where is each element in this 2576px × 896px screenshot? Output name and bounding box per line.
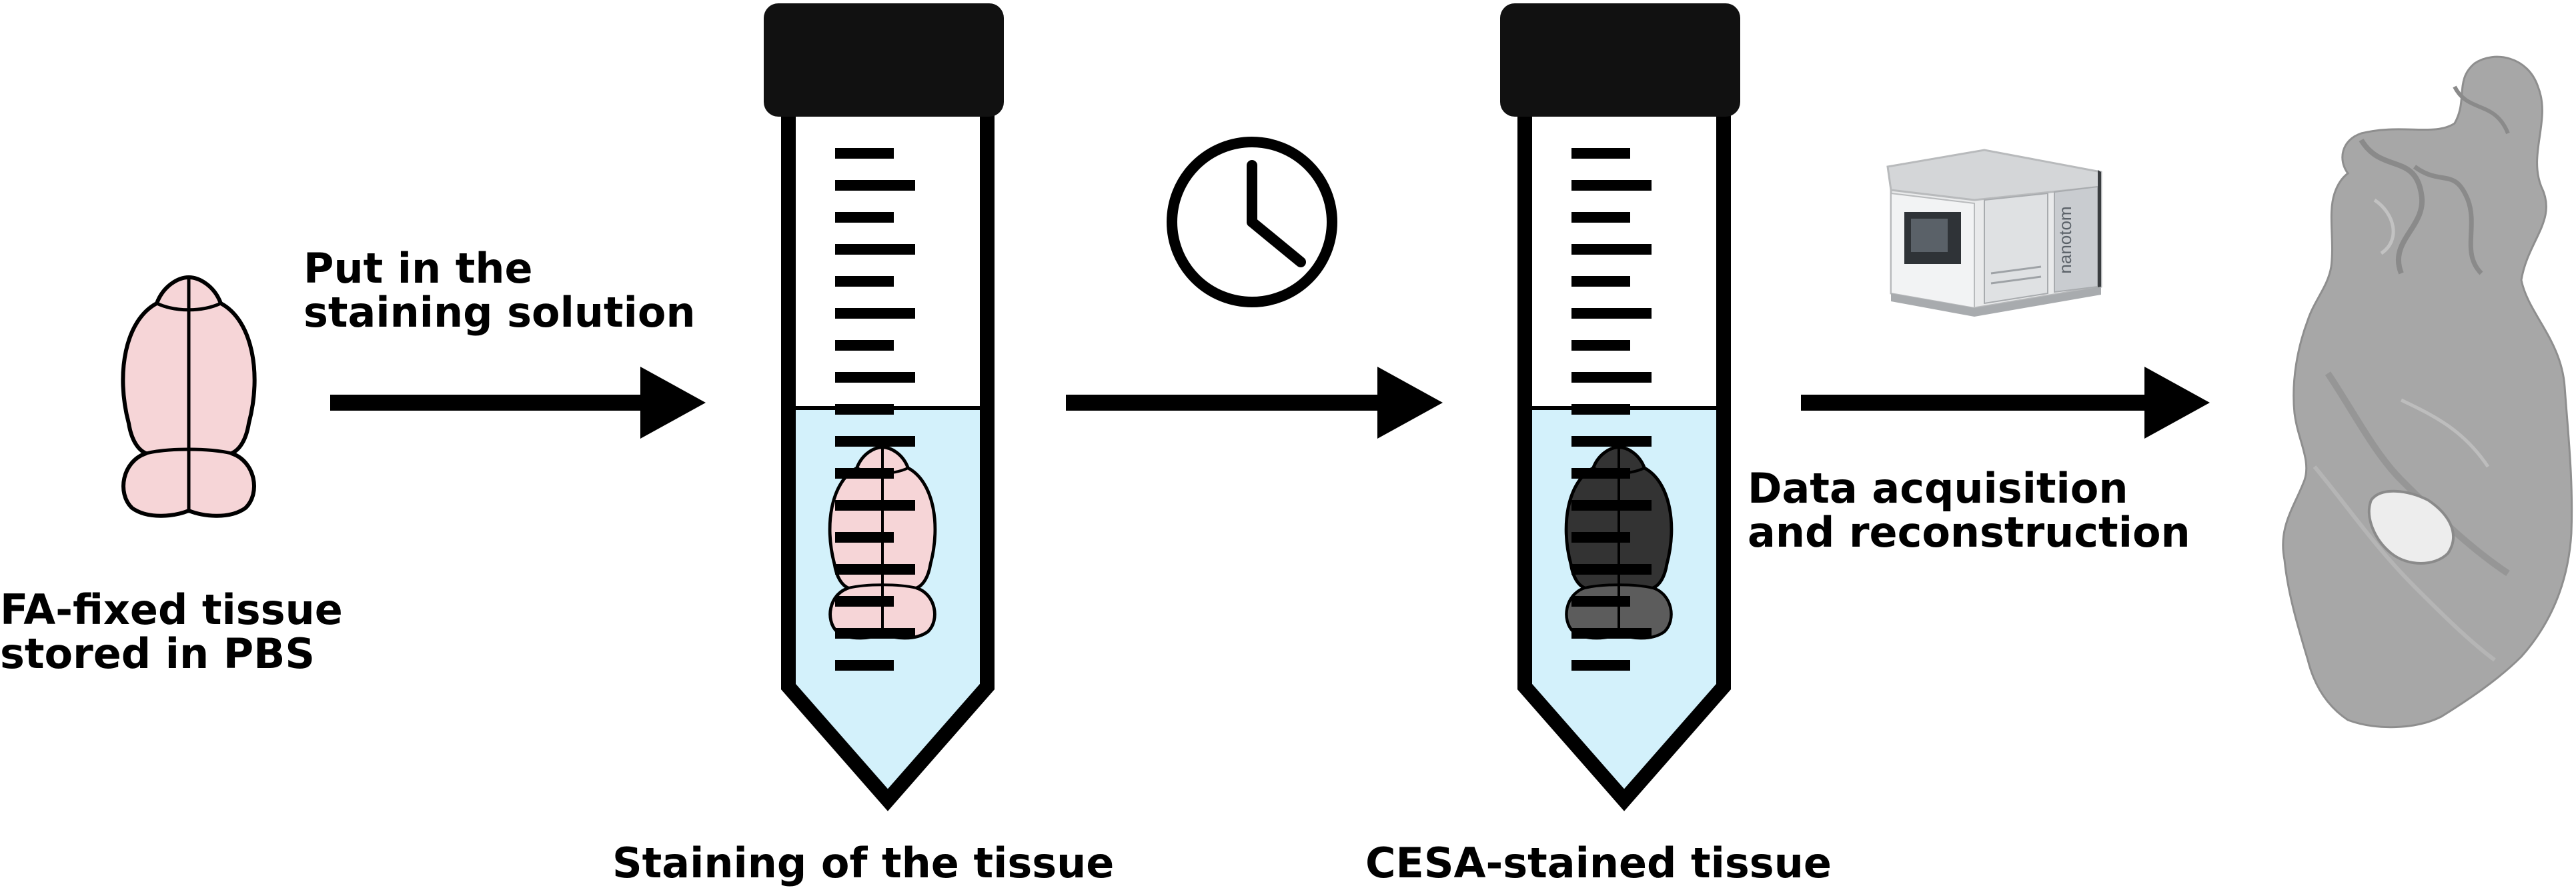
- fixed-tissue-label: FA-fixed tissue stored in PBS: [0, 585, 343, 678]
- staining-of-tissue-label: Staining of the tissue: [612, 839, 1115, 887]
- falcon-tube-icon: [764, 3, 1004, 811]
- graduation-mark: [1571, 308, 1652, 319]
- graduation-mark: [835, 436, 915, 447]
- graduation-mark: [835, 276, 894, 287]
- graduation-mark: [1571, 436, 1652, 447]
- micro-ct-scanner-icon: nanotom: [1886, 149, 2102, 317]
- graduation-mark: [1571, 244, 1652, 255]
- graduation-mark: [835, 500, 915, 511]
- graduation-mark: [1571, 628, 1652, 639]
- arrow-right-icon: [1066, 367, 1443, 439]
- graduation-mark: [835, 372, 915, 383]
- arrow-right-icon: [330, 367, 706, 439]
- brain-ct-slice-image: [2282, 55, 2573, 729]
- graduation-mark: [835, 596, 894, 607]
- graduation-mark: [835, 404, 894, 415]
- graduation-mark: [1571, 532, 1630, 543]
- graduation-mark: [835, 148, 894, 159]
- falcon-tube-icon: [1500, 3, 1740, 811]
- graduation-mark: [1571, 404, 1630, 415]
- data-acquisition-label: Data acquisition and reconstruction: [1748, 464, 2190, 557]
- graduation-mark: [835, 660, 894, 671]
- cesa-stained-label: CESA-stained tissue: [1365, 839, 1832, 887]
- tube-cap: [1500, 3, 1740, 117]
- graduation-marks: [1571, 148, 1652, 671]
- graduation-marks: [835, 148, 915, 671]
- graduation-mark: [835, 212, 894, 223]
- arrow-right-icon: [1801, 367, 2210, 439]
- graduation-mark: [1571, 660, 1630, 671]
- graduation-mark: [1571, 468, 1630, 479]
- graduation-mark: [835, 564, 915, 575]
- graduation-mark: [835, 628, 915, 639]
- graduation-mark: [835, 532, 894, 543]
- brain-icon: [121, 275, 257, 518]
- scanner-brand-label: nanotom: [2055, 206, 2075, 273]
- graduation-mark: [835, 340, 894, 351]
- graduation-mark: [1571, 500, 1652, 511]
- graduation-mark: [835, 308, 915, 319]
- graduation-mark: [1571, 148, 1630, 159]
- graduation-mark: [1571, 372, 1652, 383]
- graduation-mark: [835, 244, 915, 255]
- graduation-mark: [1571, 180, 1652, 191]
- graduation-mark: [835, 468, 894, 479]
- graduation-mark: [1571, 340, 1630, 351]
- graduation-mark: [835, 180, 915, 191]
- tube-cap: [764, 3, 1004, 117]
- graduation-mark: [1571, 564, 1652, 575]
- graduation-mark: [1571, 596, 1630, 607]
- put-in-solution-label: Put in the staining solution: [303, 244, 696, 337]
- graduation-mark: [1571, 212, 1630, 223]
- clock-icon: [1167, 137, 1337, 307]
- graduation-mark: [1571, 276, 1630, 287]
